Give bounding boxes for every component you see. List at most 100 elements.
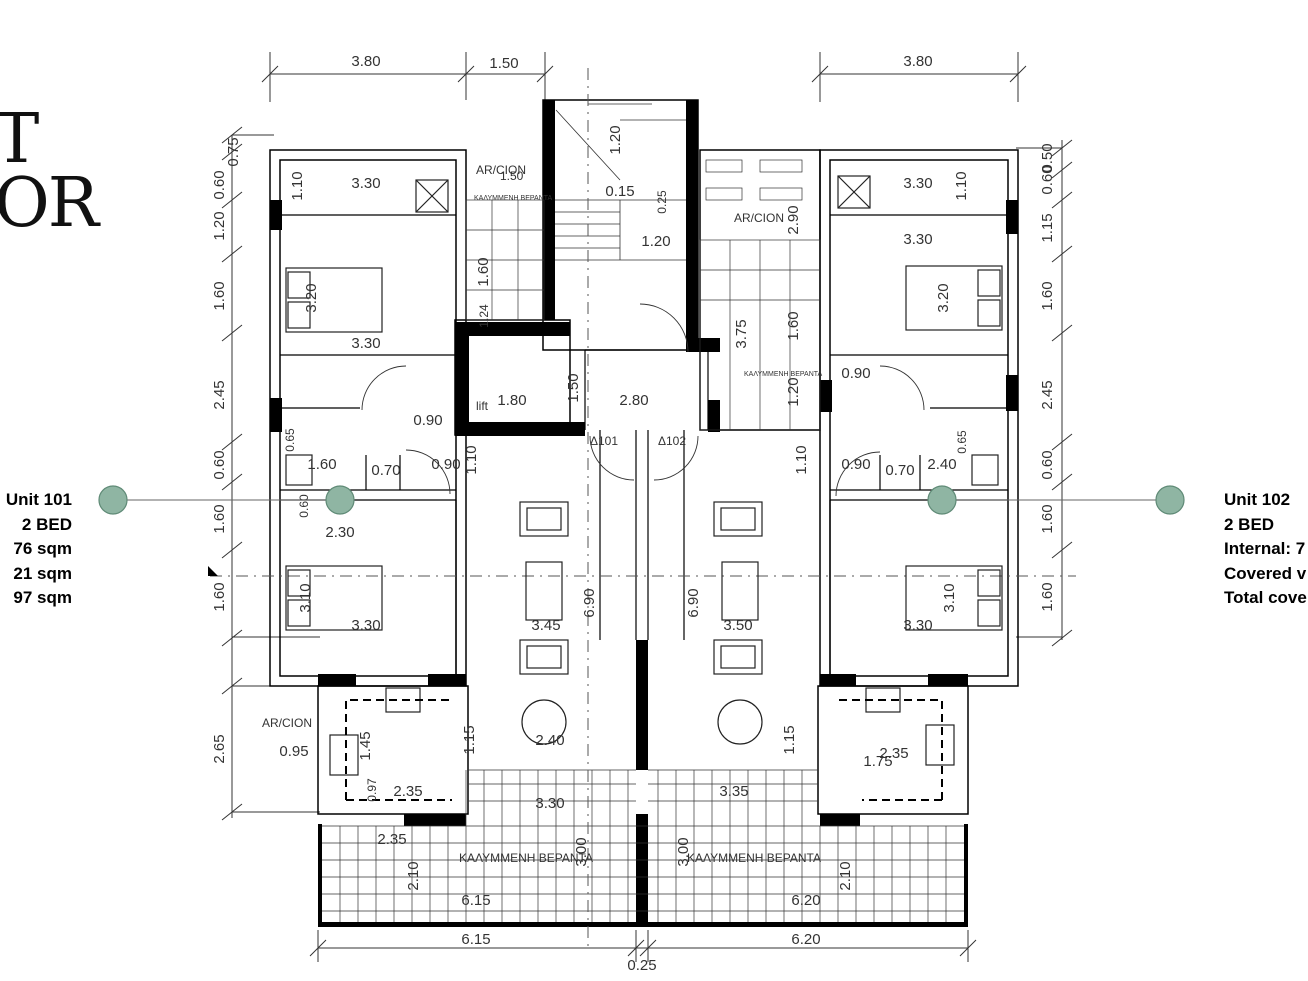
unit-101-plan-marker[interactable] <box>325 485 355 515</box>
r-bed1-width: 3.30 <box>903 175 932 192</box>
dim-left-245: 2.45 <box>211 380 228 409</box>
lobby-width: 2.80 <box>619 392 648 409</box>
r-110: 1.10 <box>953 171 970 200</box>
r-335: 3.35 <box>719 783 748 800</box>
kitchen-dashed-outlines <box>345 699 943 801</box>
l-060: 0.60 <box>297 494 311 518</box>
l-097: 0.97 <box>365 778 379 802</box>
unit-102-beds: 2 BED <box>1224 514 1275 534</box>
l-balcony-width: 1.24 <box>477 304 491 328</box>
l-balcony-height: 1.60 <box>475 257 492 286</box>
small-balcony-grids <box>465 159 821 431</box>
title-line-2: OR <box>0 164 99 243</box>
r-120: 1.20 <box>785 377 802 406</box>
l-330: 3.30 <box>535 795 564 812</box>
l-aircon-dim: 1.50 <box>500 169 524 183</box>
l-terrace-615: 6.15 <box>461 892 490 909</box>
r-bed1-width-2: 3.30 <box>903 231 932 248</box>
r-240: 2.40 <box>927 456 956 473</box>
l-wc-065: 0.65 <box>283 428 297 452</box>
r-bed2-height: 3.10 <box>941 583 958 612</box>
section-arrow-icon <box>208 566 218 576</box>
l-terrace-width: 2.35 <box>377 831 406 848</box>
r-terrace-620: 6.20 <box>791 892 820 909</box>
unit-102-covered: Covered v <box>1224 563 1307 583</box>
unit-101-total: 97 sqm <box>13 588 72 607</box>
r-terrace-300: 3.00 <box>675 837 692 866</box>
dim-bottom-gap-025: 0.25 <box>627 957 656 974</box>
l-living-height: 6.90 <box>581 588 598 617</box>
l-145: 1.45 <box>357 731 374 760</box>
title-line-1: T <box>0 100 39 179</box>
r-115: 1.15 <box>781 725 798 754</box>
r-160: 1.60 <box>785 311 802 340</box>
l-terrace-300: 3.00 <box>573 837 590 866</box>
dim-left-160: 1.60 <box>211 281 228 310</box>
r-065: 0.65 <box>955 430 969 454</box>
dim-top-left-380: 3.80 <box>351 53 380 70</box>
stair-025: 0.25 <box>655 190 669 214</box>
r-bed1-height: 3.20 <box>935 283 952 312</box>
l-door-090: 0.90 <box>413 412 442 429</box>
lift-width: 1.80 <box>497 392 526 409</box>
l-bed1-width: 3.30 <box>351 175 380 192</box>
unit-102-outer-marker[interactable] <box>1155 485 1185 515</box>
r-110b: 1.10 <box>793 445 810 474</box>
dim-right-160: 1.60 <box>1039 281 1056 310</box>
l-230: 2.30 <box>325 524 354 541</box>
top-dimension-lines <box>261 52 1027 102</box>
dim-top-right-380: 3.80 <box>903 53 932 70</box>
dim-right-115: 1.15 <box>1039 213 1056 242</box>
unit-102-plan-marker[interactable] <box>927 485 957 515</box>
l-kitchen-aircon: AR/CION <box>262 716 312 730</box>
r-living-height: 6.90 <box>685 588 702 617</box>
furniture <box>285 175 1003 776</box>
l-bed2-height: 3.10 <box>297 583 314 612</box>
stair-120b: 1.20 <box>641 233 670 250</box>
l-dining: 2.40 <box>535 732 564 749</box>
l-aircon-label: AR/CION <box>476 163 526 177</box>
dim-left-060b: 0.60 <box>211 450 228 479</box>
r-290: 2.90 <box>785 205 802 234</box>
r-living-width: 3.50 <box>723 617 752 634</box>
r-070: 0.70 <box>885 462 914 479</box>
r-small-balcony-label: ΚΑΛΥΜΜΕΝΗ ΒΕΡΑΝΤΑ <box>744 371 823 378</box>
terrace-grid-verticals <box>339 770 947 922</box>
right-dimension-chain <box>1016 139 1073 647</box>
dim-left-060: 0.60 <box>211 170 228 199</box>
dim-left-160c: 1.60 <box>211 582 228 611</box>
dim-bottom-left-615: 6.15 <box>461 931 490 948</box>
l-bath-070: 0.70 <box>371 462 400 479</box>
l-bed2-width: 3.30 <box>351 617 380 634</box>
unit-101-info: Unit 101 2 BED 76 sqm 21 sqm 97 sqm <box>6 488 72 611</box>
unit-102-info: Unit 102 2 BED Internal: 7 Covered v Tot… <box>1224 488 1307 611</box>
r-235: 2.35 <box>879 745 908 762</box>
lift-label: lift <box>476 399 489 413</box>
r-bed2-width: 3.30 <box>903 617 932 634</box>
stair-120: 1.20 <box>607 125 624 154</box>
unit-101-marker-group <box>98 485 355 515</box>
r-090: 0.90 <box>841 365 870 382</box>
r-175: 1.75 <box>863 753 892 770</box>
unit-101-outer-marker[interactable] <box>98 485 128 515</box>
l-bath-160: 1.60 <box>307 456 336 473</box>
dim-left-120: 1.20 <box>211 211 228 240</box>
dim-left-265: 2.65 <box>211 734 228 763</box>
r-375: 3.75 <box>733 319 750 348</box>
l-terrace-label: ΚΑΛΥΜΜΕΝΗ ΒΕΡΑΝΤΑ <box>459 851 593 865</box>
bottom-dimension-lines <box>309 930 977 962</box>
room-labels: 3.30 3.20 3.30 1.10 AR/CION 1.50 ΚΑΛΥΜΜΕ… <box>262 125 970 909</box>
dim-top-stair-150: 1.50 <box>489 55 518 72</box>
dim-right-050: 0.50 <box>1039 143 1056 172</box>
l-bed1-width-2: 3.30 <box>351 335 380 352</box>
l-bed1-height: 3.20 <box>303 283 320 312</box>
unit-102-total: Total cove <box>1224 588 1307 607</box>
unit-101-covered: 21 sqm <box>13 563 72 583</box>
dim-right-060: 0.60 <box>1039 165 1056 194</box>
stair-015: 0.15 <box>605 183 634 200</box>
r-090b: 0.90 <box>841 456 870 473</box>
unit-102-name: Unit 102 <box>1224 490 1291 509</box>
title-fragment: T OR <box>0 100 99 243</box>
